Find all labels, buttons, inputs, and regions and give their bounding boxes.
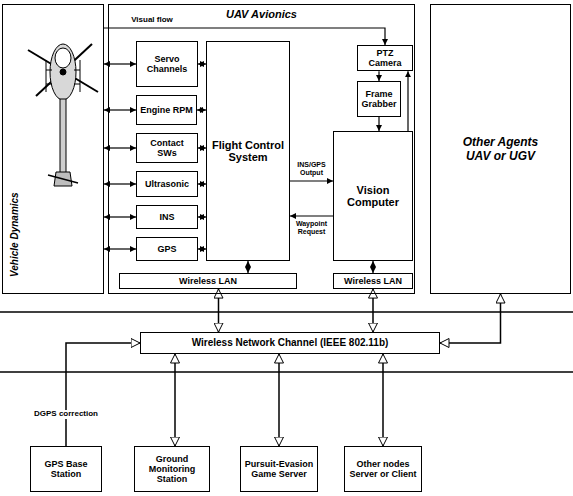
connector [198,147,206,148]
connector [278,354,280,446]
process-box: Wireless LAN [119,273,297,289]
process-box: INS [136,205,198,229]
group-title: Other Agents UAV or UGV [461,135,541,164]
box-label: Pursuit-Evasion Game Server [244,459,314,479]
connector [198,216,206,217]
process-box: Ultrasonic [136,171,198,197]
process-box: Wireless LAN [333,273,413,289]
box-label: Other nodes Server or Client [348,459,418,479]
connector [66,343,140,446]
connector [198,248,206,249]
edge-label: DGPS correction [33,410,99,419]
connector [218,289,220,332]
box-label: PTZ Camera [361,48,409,68]
process-box: GPS Base Station [30,446,102,492]
helicopter-illustration [28,44,98,186]
process-box: Engine RPM [136,95,197,125]
connector [407,71,408,131]
box-label: Engine RPM [140,105,193,115]
box-label: Contact SWs [140,138,194,158]
process-box: Flight Control System [206,41,290,261]
edge-label: Visual flow [130,16,174,25]
box-label: Frame Grabber [361,89,397,109]
connector [198,183,206,184]
connector [378,117,379,131]
process-box: Frame Grabber [357,81,401,117]
bus-line [0,371,573,372]
avionics-group: Servo ChannelsEngine RPM Contact SWsUltra… [108,4,415,294]
dynamics-panel: Vehicle Dynamics [2,4,104,294]
edge-label: INS/GPS Output [291,161,333,176]
connector [290,215,333,216]
connector [372,261,373,273]
process-box: Vision Computer [333,131,413,261]
connector [382,354,384,446]
box-label: INS [159,212,174,222]
process-box: Contact SWs [136,133,198,163]
connector [247,261,248,273]
group-title: UAV Avionics [109,8,414,20]
connector [378,71,379,81]
network-channel-box: Wireless Network Channel (IEEE 802.11b) [140,332,440,354]
agent-box: Other Agents UAV or UGV [430,4,571,294]
connector [197,109,206,110]
connector [174,354,176,446]
process-box: Pursuit-Evasion Game Server [240,446,318,492]
process-box: Ground Monitoring Station [134,446,210,492]
process-box: Other nodes Server or Client [344,446,422,492]
box-label: Vision Computer [337,184,409,209]
box-label: Wireless Network Channel (IEEE 802.11b) [192,337,389,348]
group-title: Vehicle Dynamics [9,192,20,277]
connector [290,180,333,181]
box-label: Flight Control System [210,139,286,164]
process-box: PTZ Camera [357,45,413,71]
box-label: Wireless LAN [344,276,402,286]
box-label: Wireless LAN [179,276,237,286]
connector [372,289,374,332]
bus-line [0,311,573,312]
connector [440,294,501,343]
box-label: Servo Channels [140,54,194,74]
edge-label: Waypoint Request [291,220,333,235]
process-box: Servo Channels [136,41,198,87]
box-label: GPS [157,244,176,254]
box-label: Ground Monitoring Station [138,454,206,484]
connector [198,63,206,64]
process-box: GPS [136,237,198,261]
box-label: Ultrasonic [145,179,189,189]
box-label: GPS Base Station [34,459,98,479]
